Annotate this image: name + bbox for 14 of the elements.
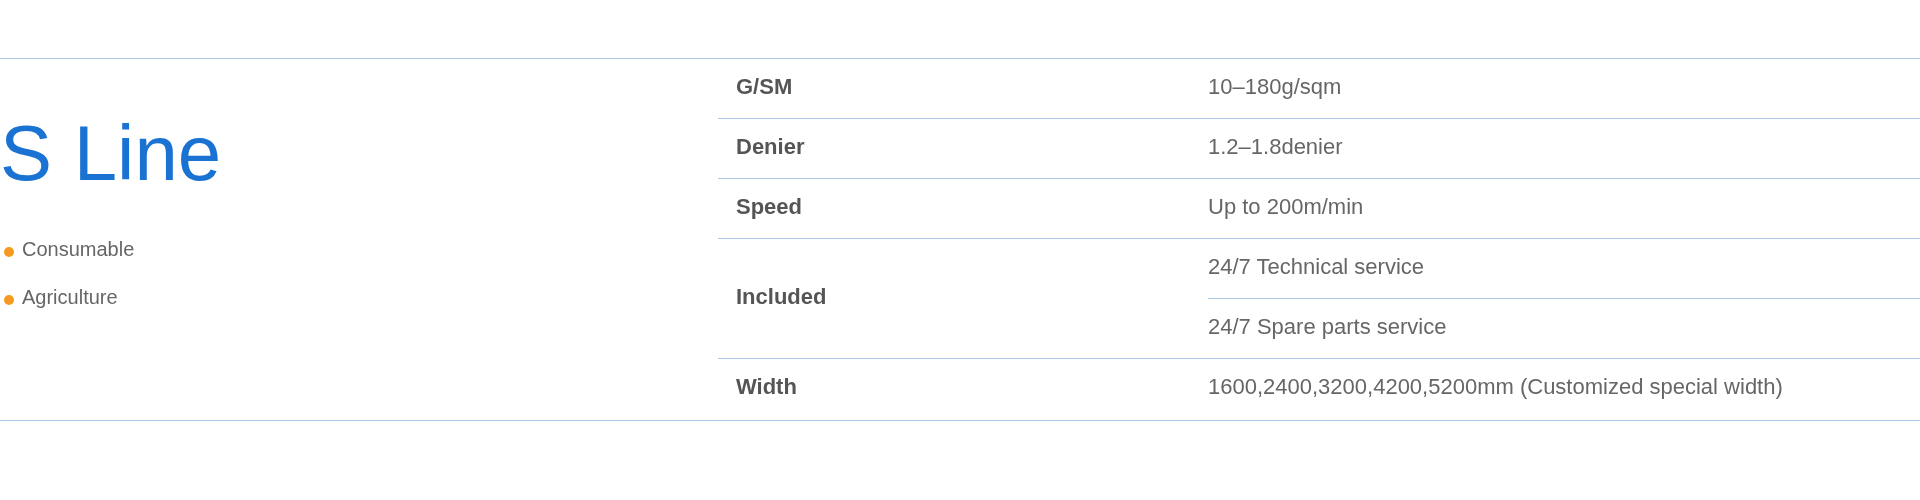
bullet-item: Consumable	[22, 238, 135, 261]
row-header: G/SM	[736, 74, 793, 100]
row-header: Speed	[736, 194, 803, 220]
table-value: 10–180g/sqm	[1208, 74, 1342, 100]
table-value: 24/7 Technical service	[1208, 254, 1425, 280]
bullet-item: Agriculture	[22, 286, 118, 309]
table-value: 1600,2400,3200,4200,5200mm (Customized special width)	[1208, 374, 1783, 400]
row-header: Width	[736, 374, 797, 400]
row-header: Denier	[736, 134, 805, 160]
row-header: Included	[736, 284, 827, 310]
table-value: Up to 200m/min	[1208, 194, 1364, 220]
table-value: 24/7 Spare parts service	[1208, 314, 1447, 340]
title: S Line	[0, 108, 222, 199]
table-value: 1.2–1.8denier	[1208, 134, 1343, 160]
